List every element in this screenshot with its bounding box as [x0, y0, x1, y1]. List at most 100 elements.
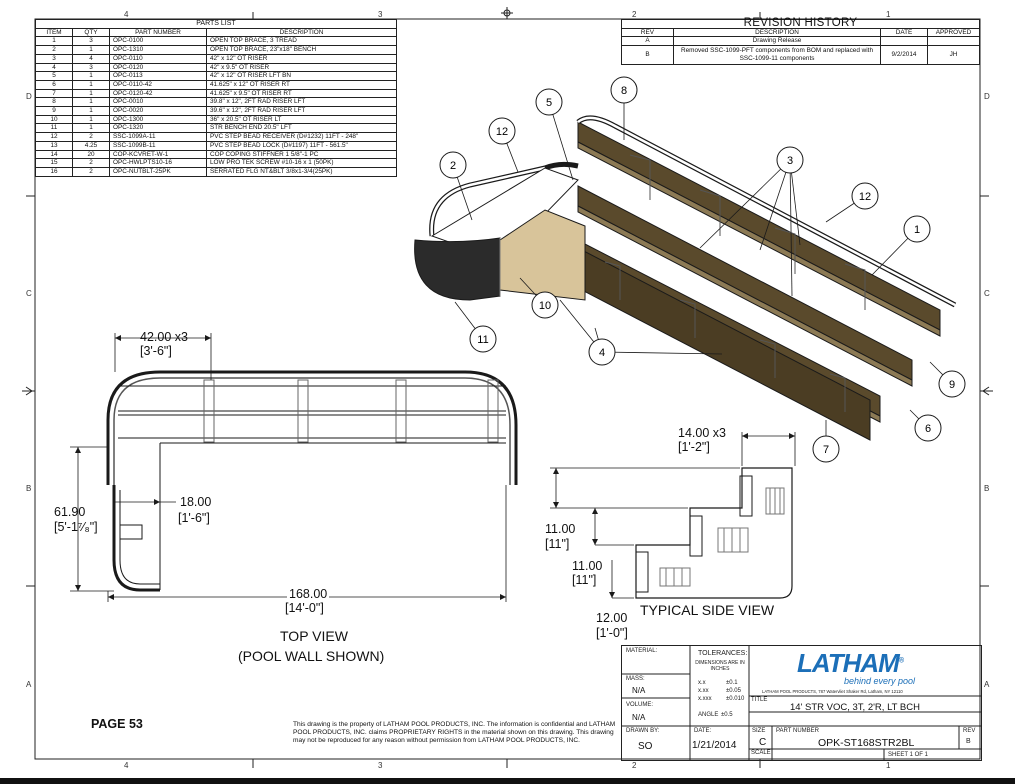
part-number-label: PART NUMBER [776, 728, 820, 734]
size-label: SIZE [752, 728, 766, 734]
tol-xxx-label: x.xxx [698, 696, 712, 702]
parts-cell: 1 [72, 123, 110, 134]
parts-cell: 9 [35, 106, 73, 116]
page-number: PAGE 53 [91, 717, 143, 731]
zone-col-3-bottom: 3 [378, 761, 383, 770]
parts-cell: 1 [72, 106, 110, 116]
parts-cell: PVC STEP BEAD RECEIVER (D#1232) 11FT - 2… [206, 132, 397, 142]
parts-cell: 2 [72, 166, 110, 177]
rev-row: A Drawing Release [621, 36, 980, 46]
zone-row-c-left: C [26, 289, 32, 298]
scale-label: SCALE [751, 750, 771, 756]
parts-cell: OPC-0020 [109, 106, 207, 116]
top-view-subtitle: (POOL WALL SHOWN) [238, 648, 385, 664]
parts-cell: STR BENCH END 20.5" LFT [206, 123, 397, 134]
top-dim-bench: 18.00 [180, 495, 212, 509]
parts-cell: OPC-0113 [109, 71, 207, 81]
zone-col-4-top: 4 [124, 10, 129, 19]
parts-cell: 42" x 12" OT RISER [206, 53, 397, 64]
parts-cell: 15 [35, 158, 73, 168]
parts-cell: 42" x 12" OT RISER LFT BN [206, 71, 397, 81]
parts-cell: 12 [35, 132, 73, 142]
rev-cell: A [621, 36, 674, 46]
tolerances-note: DIMENSIONS ARE IN INCHES [695, 660, 745, 672]
center-mark-top-icon [501, 7, 513, 19]
title-label: TITLE [751, 697, 768, 703]
mass-label: MASS: [626, 676, 645, 682]
parts-list-title: PARTS LIST [35, 19, 397, 29]
parts-cell: 36" x 20.5" OT RISER LT [206, 114, 397, 125]
rev-label: REV [963, 728, 976, 734]
part-number-value: OPK-ST168STR2BL [818, 737, 915, 749]
parts-header-part-number: PART NUMBER [109, 27, 207, 38]
side-dim-rise3-ft: [1'-0"] [596, 626, 628, 640]
drawn-by-label: DRAWN BY: [626, 728, 660, 734]
parts-cell: 4 [72, 53, 110, 64]
volume-value: N/A [632, 713, 646, 722]
parts-cell: LOW PRO TEK SCREW #10-16 x 1 (50PK) [206, 158, 397, 168]
side-dim-rise1: 11.00 [545, 522, 576, 536]
zone-row-b-right: B [984, 484, 990, 493]
parts-cell: 16 [35, 166, 73, 177]
tol-xx-value: ±0.05 [726, 688, 741, 694]
rev-header-description: DESCRIPTION [673, 27, 881, 37]
sheet-label: SHEET 1 OF 1 [888, 752, 928, 758]
parts-cell: 6 [35, 79, 73, 90]
angle-value: ±0.5 [721, 712, 733, 718]
side-dim-rise3: 12.00 [596, 611, 628, 625]
rev-row: B Removed SSC-1099-PFT components from B… [621, 44, 980, 65]
zone-row-d-left: D [26, 92, 32, 101]
parts-cell: 3 [72, 62, 110, 73]
tol-xxx-value: ±0.010 [726, 696, 745, 702]
zone-row-b-left: B [26, 484, 32, 493]
zone-col-3-top: 3 [378, 10, 383, 19]
parts-cell: 1 [72, 71, 110, 81]
parts-cell: SSC-1099A-11 [109, 132, 207, 142]
top-dim-length-ft: [14'-0"] [285, 601, 324, 615]
parts-cell: 7 [35, 88, 73, 99]
revision-history-table: REVISION HISTORY REV DESCRIPTION DATE AP… [621, 18, 980, 65]
zone-row-a-left: A [26, 680, 32, 689]
parts-cell: 1 [72, 79, 110, 90]
parts-header-description: DESCRIPTION [206, 27, 397, 38]
rev-cell [880, 36, 928, 46]
rev-header-approved: APPROVED [927, 27, 980, 37]
parts-cell: OPC-0110 [109, 53, 207, 64]
parts-cell: 1 [72, 114, 110, 125]
parts-cell: 13 [35, 140, 73, 151]
rev-cell: Removed SSC-1099-PFT components from BOM… [673, 44, 881, 65]
parts-cell: 41.625" x 9.5" OT RISER RT [206, 88, 397, 99]
rev-value: B [966, 738, 971, 745]
parts-cell: 1 [72, 88, 110, 99]
rev-header-rev: REV [621, 27, 674, 37]
parts-cell: OPC-1320 [109, 123, 207, 134]
parts-cell: PVC STEP BEAD LOCK (D#1197) 11FT - 561.5… [206, 140, 397, 151]
side-view-title: TYPICAL SIDE VIEW [640, 602, 775, 618]
company-address: LATHAM POOL PRODUCTS, 787 Watervliet Sha… [762, 689, 903, 694]
parts-cell: OPC-0120 [109, 62, 207, 73]
material-label: MATERIAL: [626, 648, 658, 654]
parts-cell: 2 [72, 132, 110, 142]
drawn-by-value: SO [638, 741, 653, 752]
title-block: MATERIAL: MASS: N/A VOLUME: N/A TOLERANC… [621, 645, 982, 761]
zone-col-1-top: 1 [886, 10, 891, 19]
parts-cell: 3 [72, 36, 110, 47]
parts-cell: OPC-NUTBLT-25PK [109, 166, 207, 177]
parts-cell: OPC-0120-42 [109, 88, 207, 99]
tol-xx-label: x.xx [698, 688, 709, 694]
parts-cell: 11 [35, 123, 73, 134]
side-dim-tread-ft: [1'-2"] [678, 440, 710, 454]
parts-cell: SSC-1099B-11 [109, 140, 207, 151]
